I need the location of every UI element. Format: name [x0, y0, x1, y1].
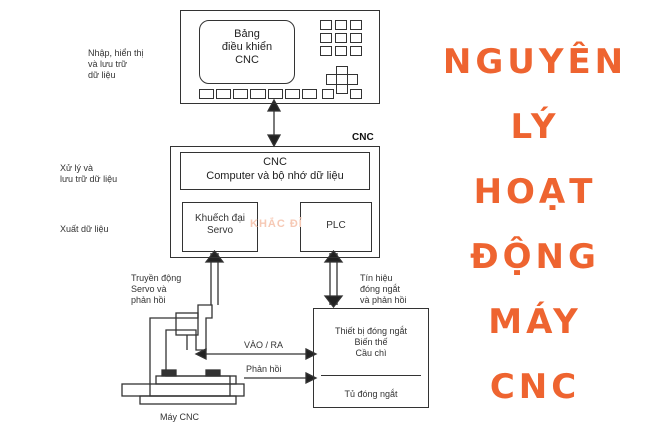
input-side-label: Nhập, hiển thị và lưu trữ dữ liệu — [88, 48, 144, 80]
panel-label: Bảng điều khiển CNC — [221, 28, 273, 66]
servo-drive-label: Truyền động Servo và phản hồi — [131, 273, 182, 305]
servo-amplifier-label: Khuếch đại Servo — [194, 213, 246, 236]
signal-arrow-down-icon — [323, 295, 344, 309]
keypad-key — [350, 33, 362, 43]
signal-arrow-up-icon — [323, 249, 344, 263]
title-line-6: CNC — [489, 367, 581, 407]
cnc-machine-sketch — [121, 304, 245, 405]
keypad-key — [350, 46, 362, 56]
arrow-up-icon — [266, 98, 282, 112]
panel-key-row — [199, 89, 317, 99]
servo-arrow-up-icon — [204, 249, 225, 263]
title-line-4: ĐỘNG — [470, 237, 600, 277]
plc-label: PLC — [326, 220, 346, 231]
cnc-tag: CNC — [352, 132, 374, 143]
keypad-key — [335, 33, 347, 43]
switchgear-bottom-label: Tủ đóng ngắt — [344, 389, 398, 399]
switchgear-top-label: Thiết bị đóng ngắt Biến thế Cầu chì — [334, 326, 408, 358]
keypad-key — [320, 33, 332, 43]
jog-horizontal — [326, 74, 358, 85]
switchgear-block — [313, 308, 429, 408]
feedback-arrow-icon — [305, 371, 318, 385]
computer-title: CNC — [263, 156, 287, 168]
feedback-label: Phản hồi — [246, 364, 282, 374]
title-line-5: MÁY — [488, 302, 582, 342]
io-arrow-right-icon — [305, 347, 318, 361]
panel-screen — [199, 20, 295, 84]
computer-subtitle: Computer và bộ nhớ dữ liệu — [206, 170, 344, 182]
keypad-key — [335, 20, 347, 30]
panel-button — [322, 89, 334, 99]
process-side-label: Xử lý và lưu trữ dữ liệu — [60, 163, 118, 184]
panel-key — [267, 89, 283, 99]
io-arrow-left-icon — [194, 347, 207, 361]
machine-label: Máy CNC — [160, 412, 200, 422]
keypad-key — [350, 20, 362, 30]
panel-key — [284, 89, 300, 99]
title-line-3: HOẠT — [473, 172, 597, 212]
servo-amplifier-block — [182, 202, 258, 252]
signal-label: Tín hiệu đóng ngắt và phản hồi — [360, 273, 407, 305]
panel-key — [216, 89, 232, 99]
keypad-key — [320, 46, 332, 56]
keypad-key — [320, 20, 332, 30]
jog-vertical — [336, 66, 348, 94]
arrow-down-icon — [266, 134, 282, 148]
panel-keypad — [320, 20, 364, 56]
computer-block — [180, 152, 370, 190]
panel-key — [301, 89, 317, 99]
panel-button — [350, 89, 362, 99]
panel-key — [233, 89, 249, 99]
output-side-label: Xuất dữ liệu — [60, 224, 109, 234]
cnc-unit — [170, 146, 380, 258]
title-line-1: NGUYÊN — [442, 42, 628, 82]
plc-block — [300, 202, 372, 252]
title-line-2: LÝ — [510, 107, 560, 147]
keypad-key — [335, 46, 347, 56]
switchgear-divider — [321, 375, 421, 376]
watermark: KHẮC ĐỈ — [250, 218, 303, 230]
io-label: VÀO / RA — [244, 340, 284, 350]
panel-key — [199, 89, 215, 99]
control-panel — [180, 10, 380, 104]
panel-key — [250, 89, 266, 99]
